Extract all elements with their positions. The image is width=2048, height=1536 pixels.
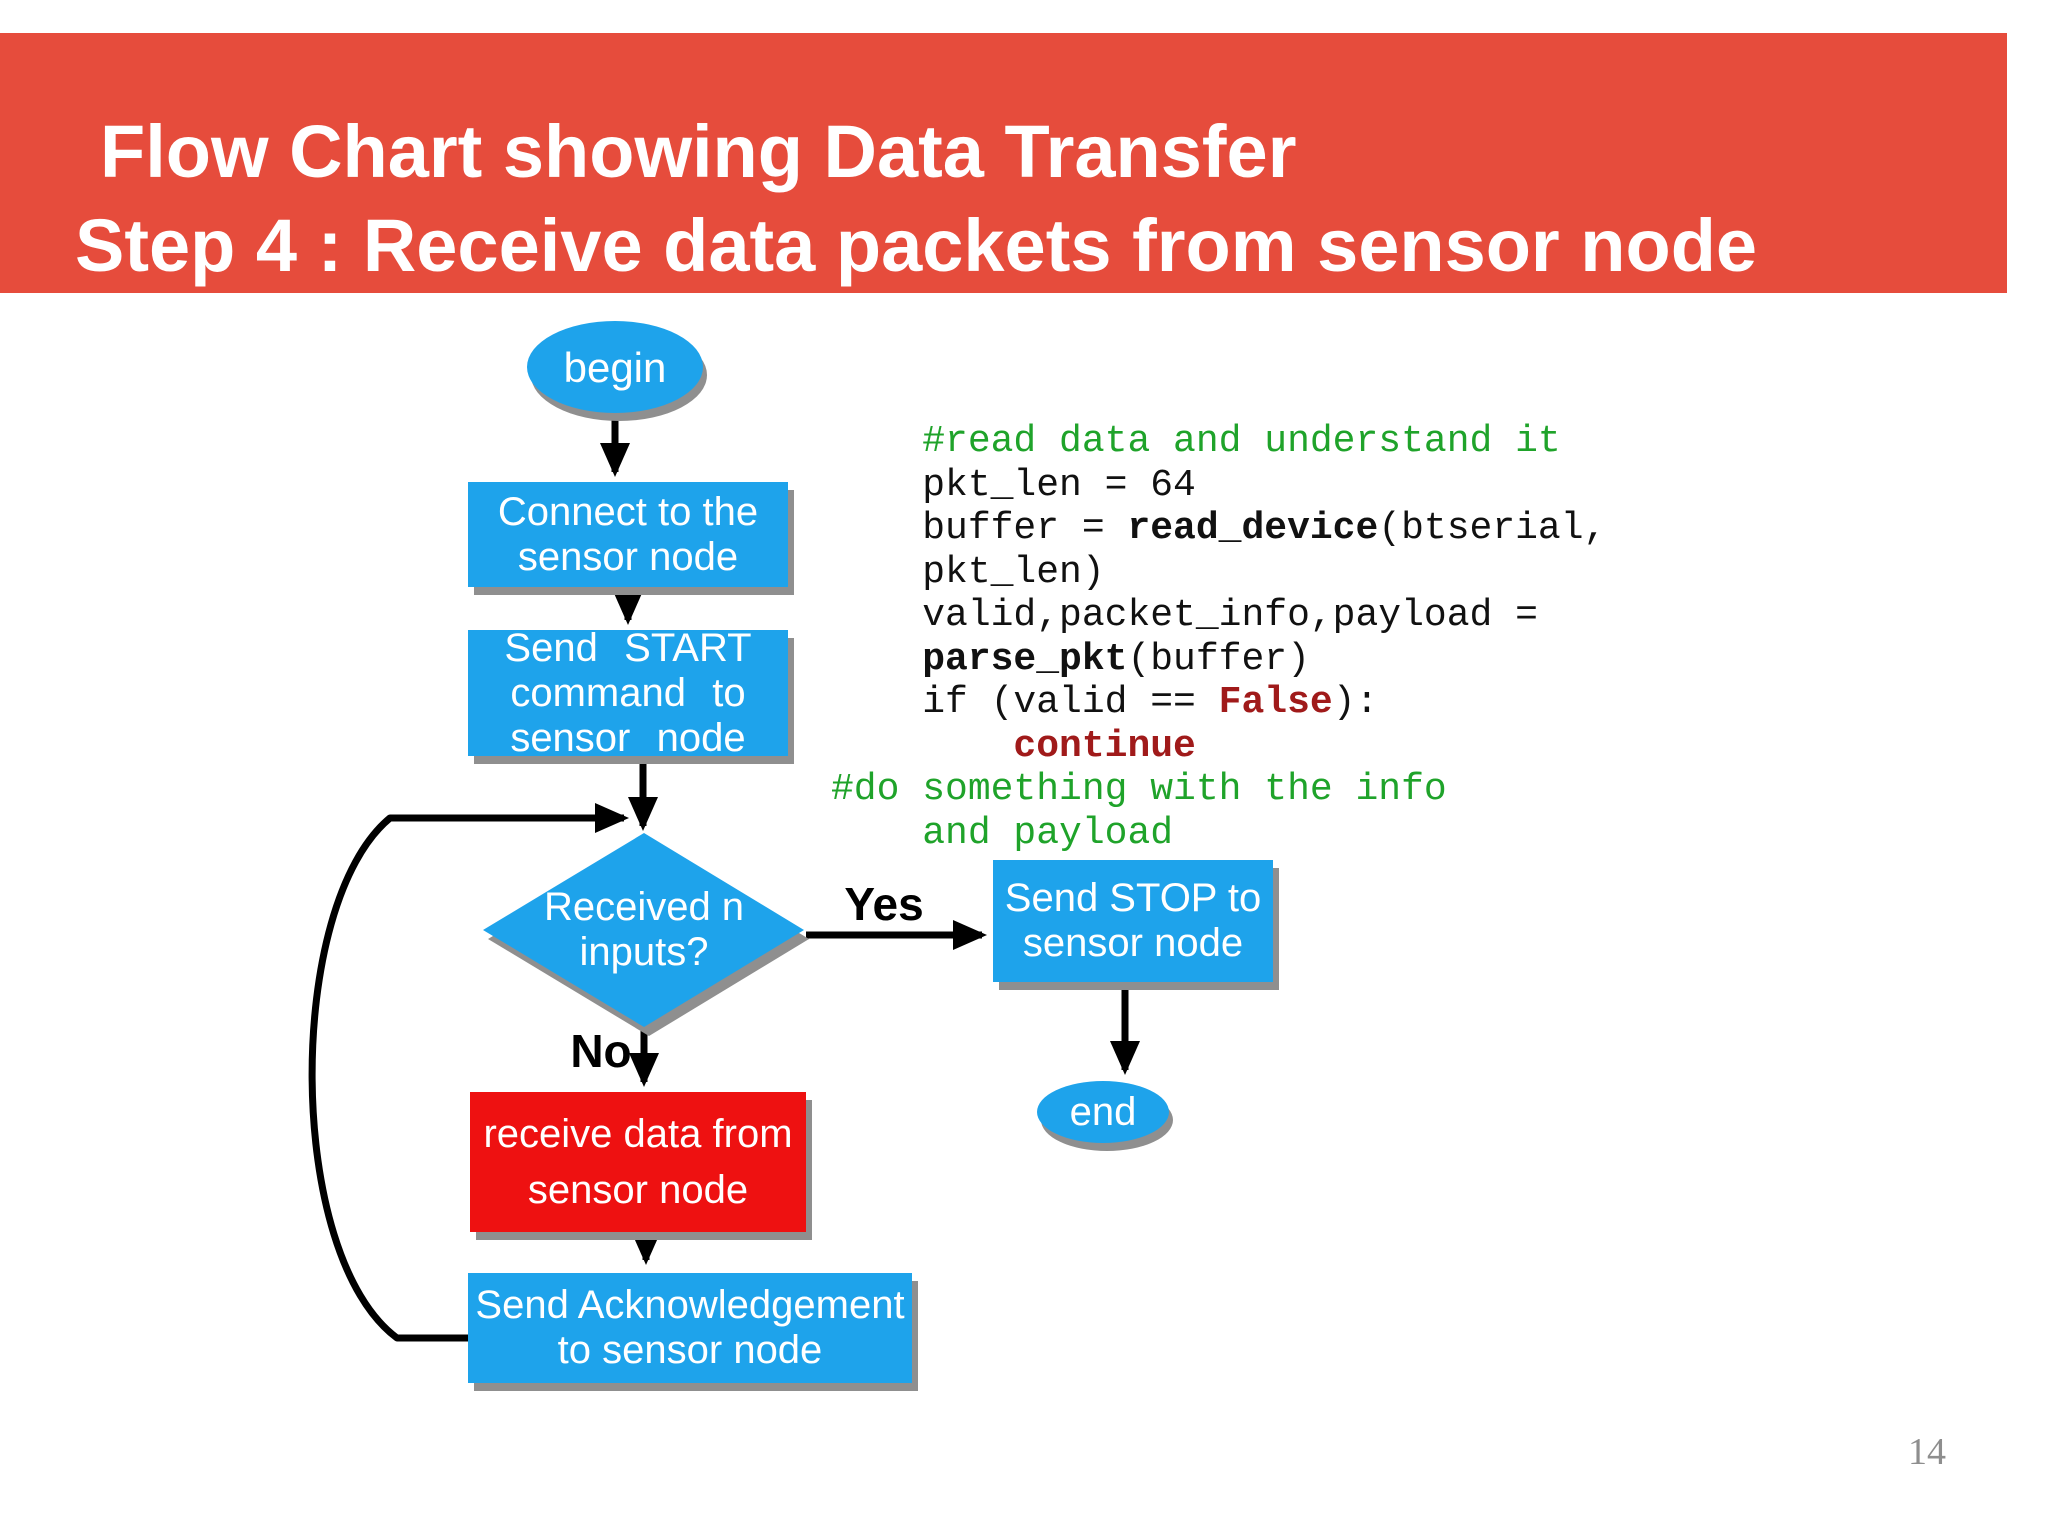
page-number: 14 — [1908, 1431, 1946, 1473]
code-line: if (valid == False): — [831, 681, 1379, 724]
node-receive-data: receive data from sensor node — [470, 1092, 806, 1232]
code-line: and payload — [831, 811, 1174, 855]
title-banner: Flow Chart showing Data Transfer Step 4 … — [0, 33, 2007, 293]
arrow-loopback-ack-to-decision — [308, 803, 629, 1342]
code-block: #read data and understand it pkt_len = 6… — [831, 420, 1606, 855]
label-yes: Yes — [844, 878, 924, 930]
code-line: #do something with the info — [831, 768, 1447, 811]
title-line-1: Flow Chart showing Data Transfer — [100, 110, 1297, 193]
node-send-start: Send START command to sensor node — [468, 626, 788, 760]
title-line-2: Step 4 : Receive data packets from senso… — [75, 204, 1758, 287]
node-connect-sensor: Connect to the sensor node — [468, 482, 788, 587]
code-line: pkt_len) — [831, 550, 1105, 594]
node-end: end — [1037, 1081, 1169, 1143]
code-line: buffer = read_device(btserial, — [831, 507, 1607, 550]
code-line: continue — [831, 724, 1196, 768]
code-line: parse_pkt(buffer) — [922, 637, 1310, 681]
code-line: #read data and understand it — [831, 420, 1561, 463]
node-send-ack: Send Acknowledgement to sensor node — [468, 1273, 912, 1383]
code-line: valid,packet_info,payload = — [831, 594, 1538, 637]
decision-diamond-shape — [483, 833, 804, 1027]
label-no: No — [570, 1025, 632, 1077]
node-send-stop: Send STOP to sensor node — [993, 860, 1273, 982]
node-decision-label: Received n inputs? — [543, 885, 745, 974]
node-begin: begin — [527, 321, 703, 413]
decision-diamond — [483, 833, 809, 1036]
code-line: pkt_len = 64 — [831, 463, 1196, 507]
